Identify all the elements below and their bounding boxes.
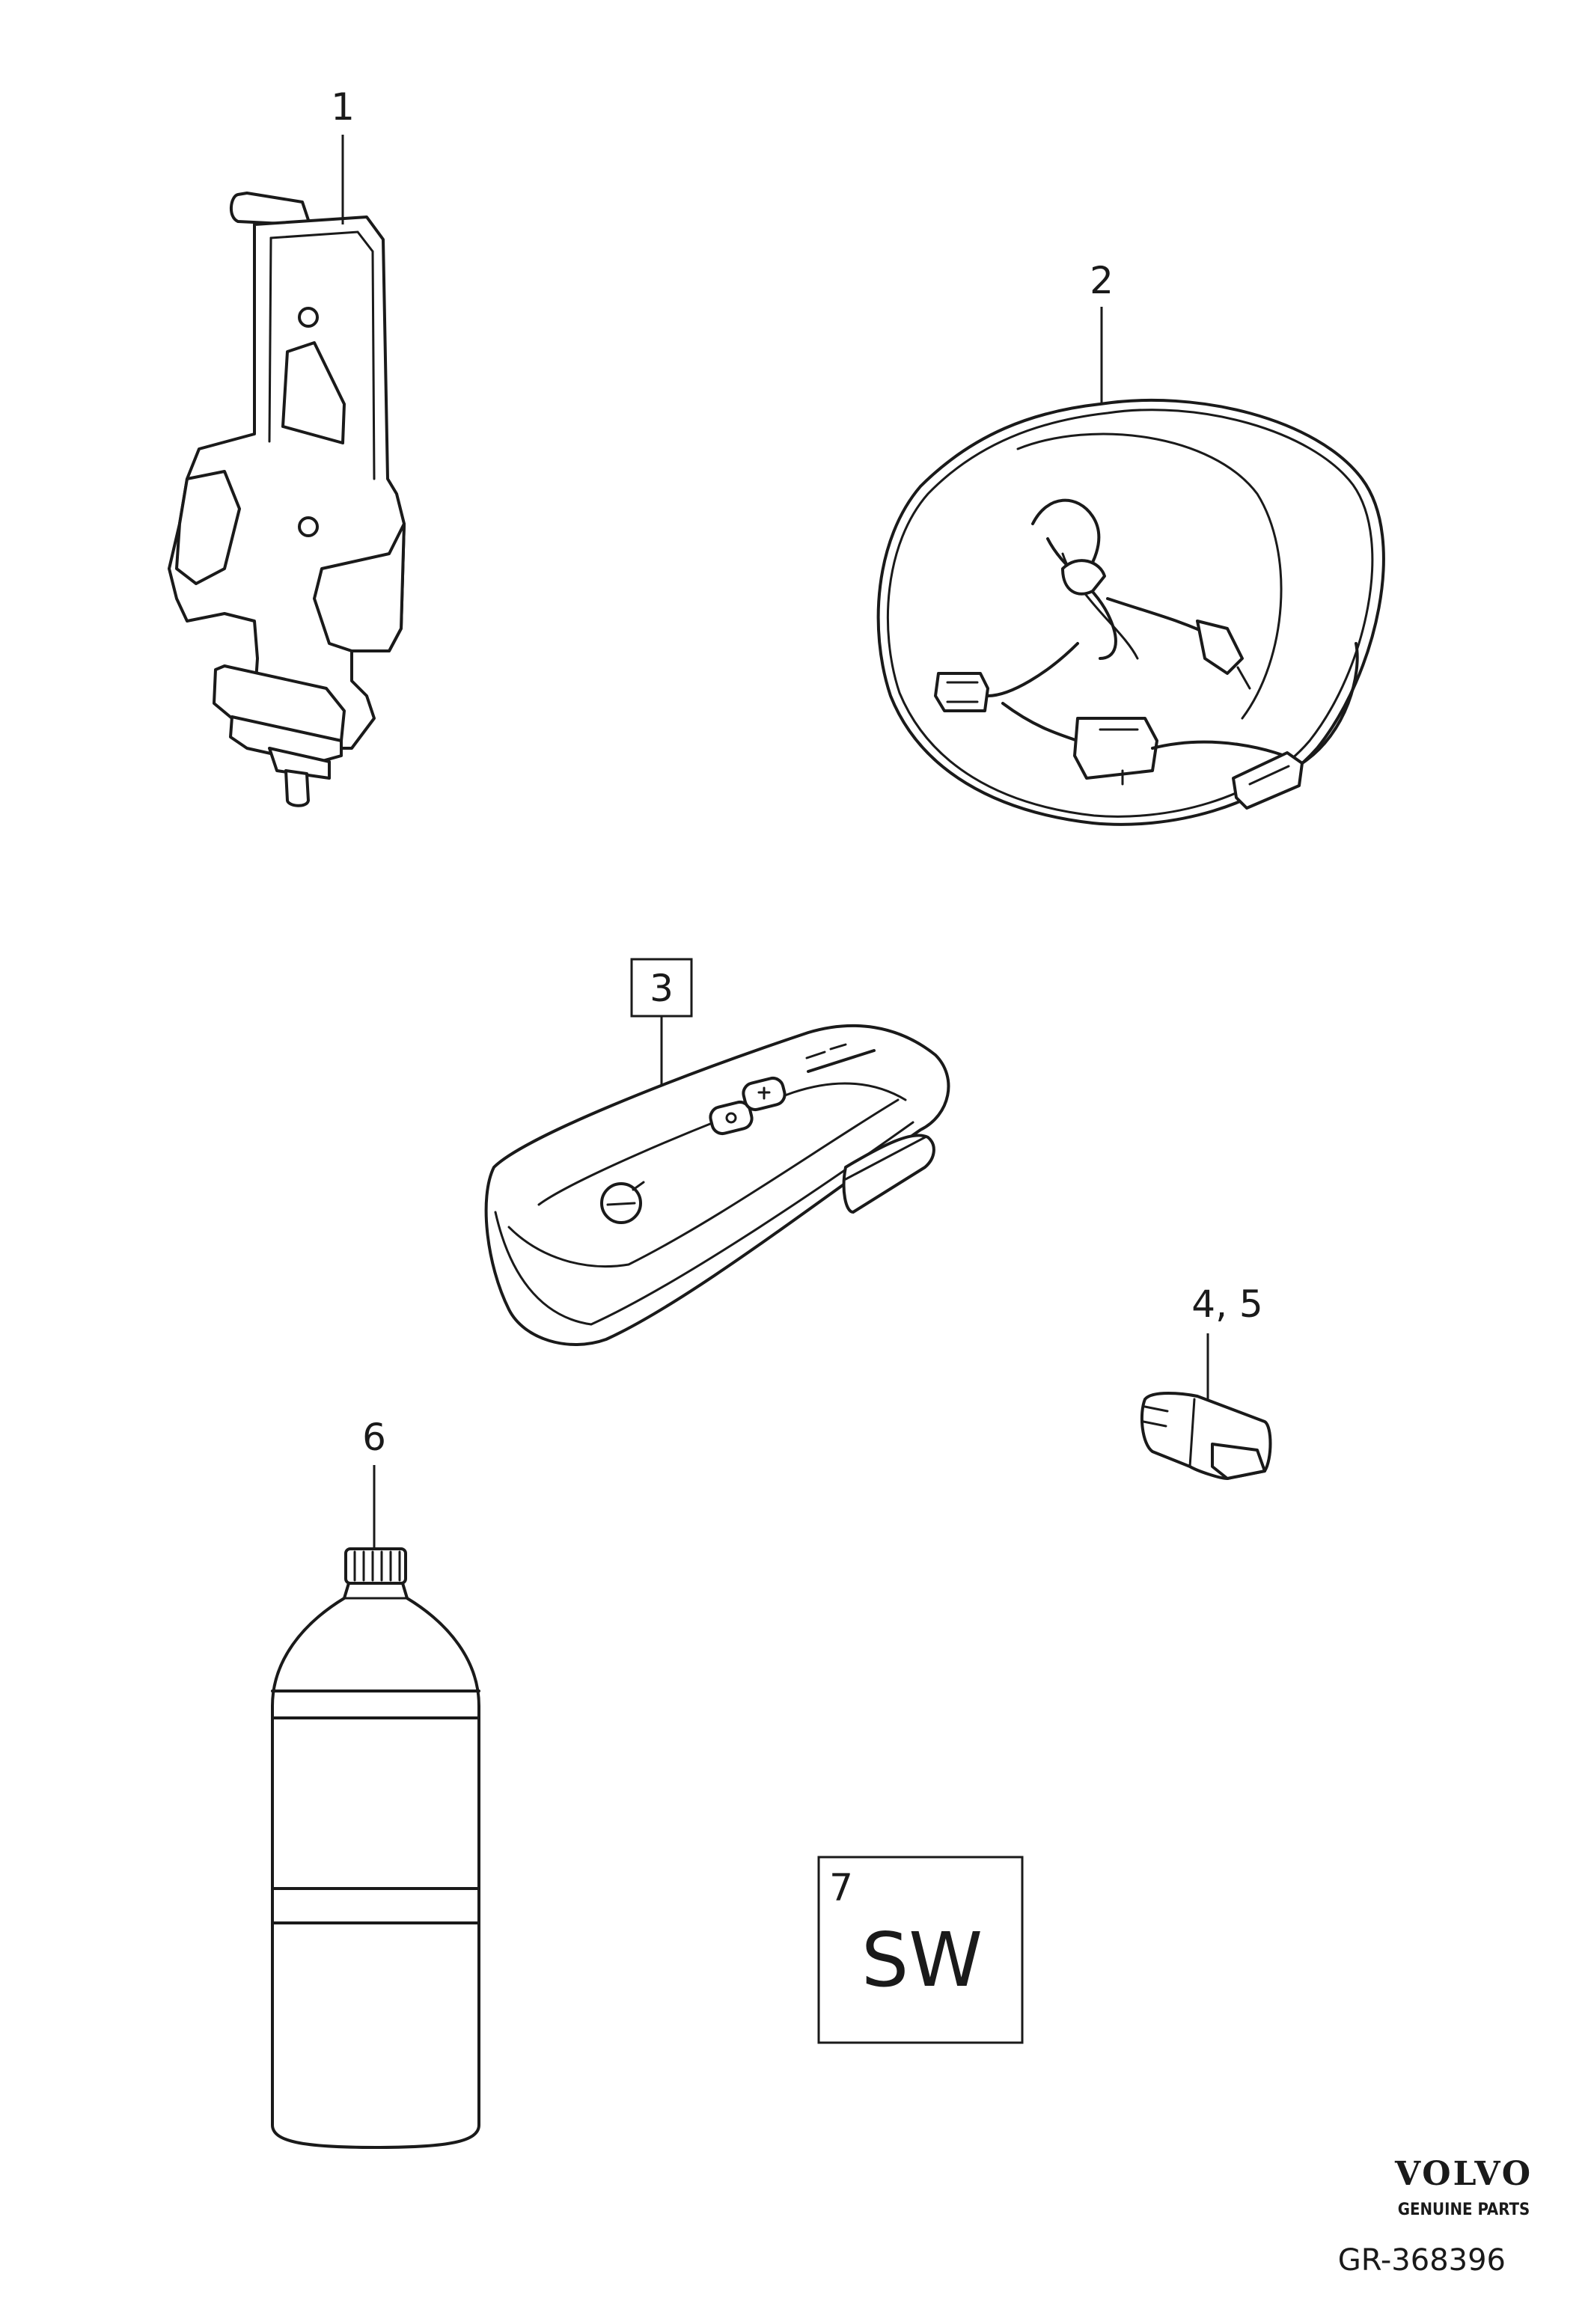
callout-3: 3 — [650, 967, 674, 1010]
volvo-logo: VOLVO GENUINE PARTS — [1394, 2155, 1533, 2219]
callout-4-5: 4, 5 — [1191, 1282, 1262, 1326]
callout-2: 2 — [1090, 259, 1114, 302]
diagram-reference: GR-368396 — [1338, 2243, 1506, 2278]
callout-1: 1 — [331, 85, 355, 129]
part-6-bottle-icon — [271, 1547, 480, 2149]
part-7-software-icon: 7 SW — [817, 1856, 1024, 2044]
software-label: SW — [861, 1916, 983, 2004]
callout-7: 7 — [829, 1866, 853, 1909]
part-4-5-connector-icon — [1140, 1392, 1272, 1480]
brand-subtitle: GENUINE PARTS — [1398, 2201, 1530, 2219]
part-1-phone-holder-icon — [168, 192, 406, 807]
part-2-cable-harness-icon — [876, 398, 1385, 826]
callout-6: 6 — [362, 1416, 386, 1459]
brand-name: VOLVO — [1394, 2155, 1533, 2193]
part-3-remote-key-icon — [484, 1024, 950, 1346]
